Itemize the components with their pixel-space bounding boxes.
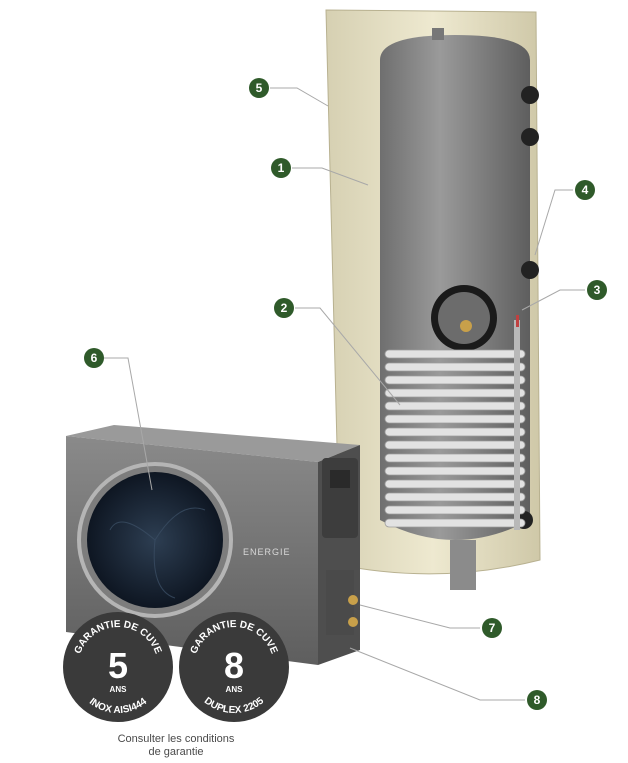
warranty-note-line-1: Consulter les conditions <box>117 733 235 745</box>
callout-7: 7 <box>482 618 502 638</box>
heat-exchanger-coil-icon <box>384 349 526 528</box>
callout-5: 5 <box>249 78 269 98</box>
fan-icon <box>109 507 206 599</box>
leader-lines <box>104 87 585 701</box>
callout-2: 2 <box>274 298 294 318</box>
callout-number: 3 <box>594 283 601 297</box>
callout-3: 3 <box>587 280 607 300</box>
valve-icon <box>348 595 358 627</box>
badge-unit: ANS <box>110 685 128 694</box>
callout-number: 8 <box>534 693 541 707</box>
callout-number: 1 <box>278 161 285 175</box>
warranty-note[interactable]: Consulter les conditions de garantie <box>86 733 266 759</box>
water-heater <box>325 9 541 590</box>
callout-8: 8 <box>527 690 547 710</box>
callout-number: 7 <box>489 621 496 635</box>
badge-unit: ANS <box>226 685 244 694</box>
badge-number: 8 <box>224 645 244 686</box>
warranty-note-line-2: de garantie <box>148 746 204 758</box>
callout-4: 4 <box>575 180 595 200</box>
heat-pump-unit: ENERGIE <box>66 425 360 665</box>
badge-number: 5 <box>108 645 128 686</box>
flange-icon <box>431 285 497 351</box>
pipe-port-icon <box>515 86 539 529</box>
brand-logo: ENERGIE <box>243 547 291 557</box>
callout-6: 6 <box>84 348 104 368</box>
callout-number: 6 <box>91 351 98 365</box>
callout-number: 5 <box>256 81 263 95</box>
callout-1: 1 <box>271 158 291 178</box>
warranty-badge-5: GARANTIE DE CUVE 5 ANS INOX AISI444 <box>63 612 173 722</box>
callout-number: 4 <box>582 183 589 197</box>
callout-number: 2 <box>281 301 288 315</box>
warranty-badge-8: GARANTIE DE CUVE 8 ANS DUPLEX 2205 <box>179 612 289 722</box>
